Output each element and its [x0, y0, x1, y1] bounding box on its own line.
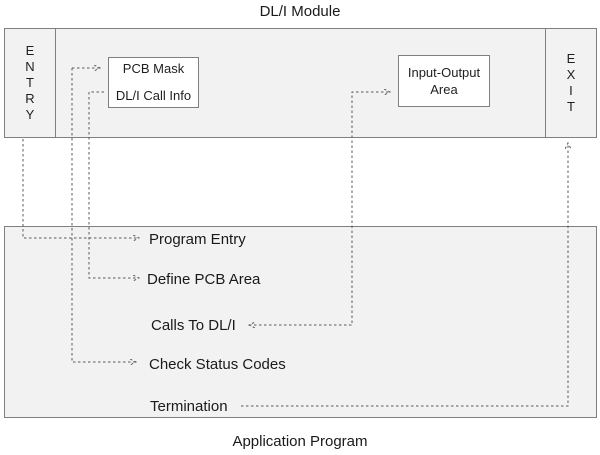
entry-label: E N T R Y: [25, 43, 35, 122]
application-program-box: Program Entry Define PCB Area Calls To D…: [4, 226, 597, 418]
dli-call-info-label: DL/I Call Info: [115, 88, 192, 103]
entry-port: E N T R Y: [5, 29, 56, 137]
label-calls-to-dli: Calls To DL/I: [151, 317, 236, 334]
io-area-label-line2: Area: [430, 82, 458, 97]
pcb-mask-label: PCB Mask: [122, 61, 185, 76]
module-title: DL/I Module: [259, 3, 341, 20]
input-output-area-box: Input-Output Area: [398, 55, 490, 107]
label-program-entry: Program Entry: [149, 231, 246, 248]
arrow-entry-to-program-entry: [22, 139, 139, 238]
application-title: Application Program: [232, 433, 368, 450]
exit-port: E X I T: [545, 29, 596, 137]
pcb-mask-box: PCB Mask DL/I Call Info: [108, 57, 199, 108]
label-check-status-codes: Check Status Codes: [149, 356, 286, 373]
dli-module-box: E N T R Y E X I T PCB Mask DL/I Call Inf…: [4, 28, 597, 138]
label-define-pcb-area: Define PCB Area: [147, 271, 261, 288]
exit-label: E X I T: [566, 51, 576, 114]
io-area-label-line1: Input-Output: [407, 65, 481, 80]
label-termination: Termination: [150, 398, 228, 415]
